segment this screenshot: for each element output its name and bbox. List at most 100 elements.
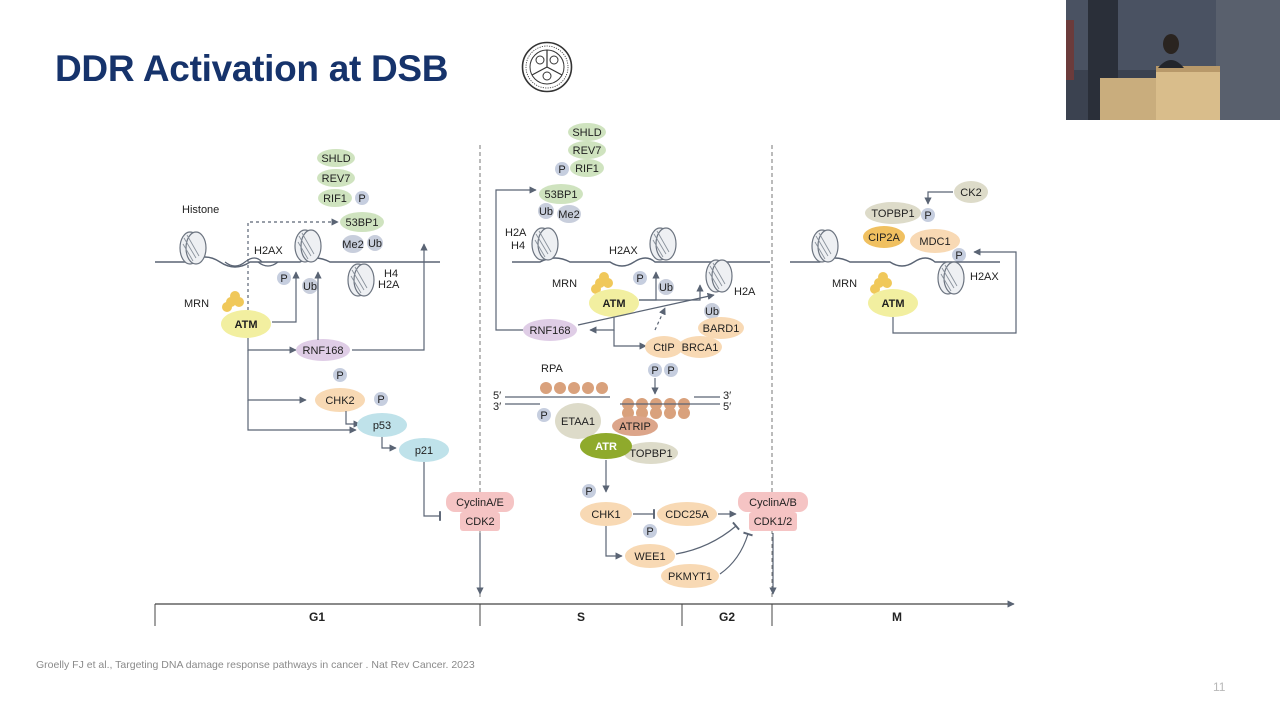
g1-chk2-label: CHK2 [325,395,354,407]
s-brca1 [678,336,722,358]
s-h2ax-label: H2AX [609,245,638,257]
s-shld [568,123,606,141]
s-mrn-label: MRN [552,278,577,290]
s-53bp1 [539,184,583,204]
s-wee1 [625,544,675,568]
s-wee1-p-label: P [646,526,653,538]
s-me2-label: Me2 [558,209,579,221]
m-h2ax-nucleosome [937,261,965,295]
phase-g2: G2 [719,610,735,624]
m-cip2a-label: CIP2A [868,232,900,244]
s-cdk12-label: CDK1/2 [754,516,793,528]
g1-mrn-label: MRN [184,298,209,310]
g1-rif1 [318,189,352,207]
s-atm [589,289,639,317]
s-5-left: 5′ [493,390,501,402]
m-ck2-label: CK2 [960,187,981,199]
g1-cdk2-label: CDK2 [465,516,494,528]
s-chk1-p-label: P [585,486,592,498]
s-etaa1-phospho [537,408,551,422]
s-h2a-label: H2A [505,227,527,239]
citation: Groelly FJ et al., Targeting DNA damage … [36,659,475,671]
g1-p53-p-label: P [377,394,384,406]
g1-53bp1-label: 53BP1 [345,217,378,229]
s-p2 [664,363,678,377]
g1-53bp1 [340,212,384,232]
s-p1-label: P [651,365,658,377]
phase-g1: G1 [309,610,325,624]
s-5-right: 5′ [723,401,731,413]
m-topbp1-p-label: P [924,210,931,222]
phase-m: M [892,610,902,624]
presenter-video[interactable] [1066,0,1280,120]
g1-rif1-label: RIF1 [323,193,347,205]
s-h2ax-phospho [633,271,647,285]
m-mdc1-p-label: P [955,250,962,262]
g1-chk2-phospho [333,368,347,382]
s-bard1-label: BARD1 [703,323,740,335]
g1-rev7 [317,169,355,187]
s-chk1 [580,502,632,526]
g1-ub-53bp1 [367,235,383,251]
s-etaa1-label: ETAA1 [561,416,595,428]
s-h2a-nucleosome [705,259,733,293]
s-chk1-label: CHK1 [591,509,620,521]
s-cdc25a-label: CDC25A [665,509,709,521]
g1-atm-label: ATM [234,319,257,331]
s-rpa-beads-right [622,398,690,419]
s-rev7 [568,141,606,159]
s-etaa1 [555,403,601,439]
m-mrn-label: MRN [832,278,857,290]
s-etaa1-p-label: P [540,410,547,422]
s-wee1-label: WEE1 [634,551,665,563]
g1-h2ax-label: H2AX [254,245,283,257]
s-wee1-phospho [643,524,657,538]
s-rnf168 [523,319,577,341]
s-p2-label: P [667,365,674,377]
s-rpa-label: RPA [541,363,563,375]
g1-cyclin [446,492,514,512]
m-topbp1-phospho [921,208,935,222]
g1-ub [302,278,318,294]
s-p1 [648,363,662,377]
g1-p53-label: p53 [373,420,391,432]
s-atr-label: ATR [595,441,617,453]
m-mdc1-label: MDC1 [919,236,950,248]
g1-me2 [342,235,364,253]
m-mdc1 [910,229,960,253]
g1-p21-label: p21 [415,445,433,457]
histone-label: Histone [182,204,219,216]
s-cyclin-label: CyclinA/B [749,497,797,509]
s-pkmyt1-label: PKMYT1 [668,571,712,583]
s-bard1 [698,317,744,339]
g1-ub-53bp1-label: Ub [368,238,382,250]
m-mdc1-phospho [952,248,966,262]
g1-cyclin-label: CyclinA/E [456,497,504,509]
institution-seal-icon [521,41,573,93]
m-h2ax-label: H2AX [970,271,999,283]
m-atm [868,289,918,317]
g1-rnf168 [296,339,350,361]
histone-nucleosome [179,231,207,265]
g1-rif1-phospho [355,191,369,205]
g1-panel: Histone SHLD REV7 RIF1 P 53BP1 Me2 Ub H4… [155,149,514,595]
g1-h2a-label: H2A [378,279,400,291]
m-topbp1 [865,202,921,224]
s-ub [538,203,554,219]
g1-shld-label: SHLD [321,153,350,165]
m-ck2 [954,181,988,203]
page-number: 11 [1213,680,1226,694]
s-h2a-right-label: H2A [734,286,756,298]
s-topbp1-label: TOPBP1 [629,448,672,460]
s-pkmyt1 [661,564,719,588]
m-atm-label: ATM [881,298,904,310]
g1-p21 [399,438,449,462]
g1-me2-label: Me2 [342,239,363,251]
s-rnf168-label: RNF168 [530,325,571,337]
s-rif1-label: RIF1 [575,163,599,175]
m-cip2a [863,226,905,248]
s-rif1 [570,159,604,177]
g1-ub-label: Ub [303,281,317,293]
s-h2ax-p-label: P [636,273,643,285]
g1-h4-label: H4 [384,268,398,280]
